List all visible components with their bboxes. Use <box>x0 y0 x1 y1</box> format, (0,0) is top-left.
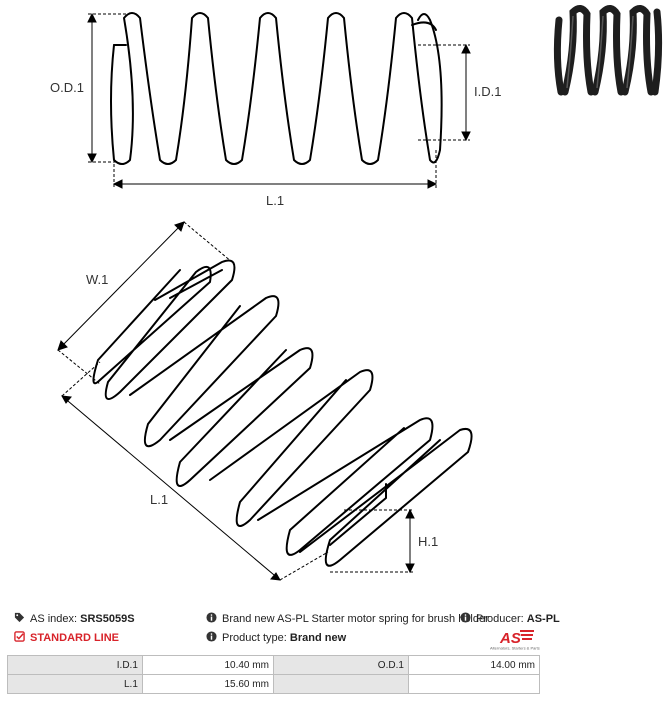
info-icon <box>206 612 217 623</box>
producer-label: Producer: <box>476 613 524 625</box>
w1-label: W.1 <box>86 272 108 287</box>
spec-label: L.1 <box>7 674 143 694</box>
product-photo <box>551 0 663 98</box>
id1-label: I.D.1 <box>474 84 501 99</box>
product-type-label: Product type: <box>222 632 287 644</box>
h1-label: H.1 <box>418 534 438 549</box>
producer-value: AS-PL <box>526 613 560 625</box>
description-line: Brand new AS-PL Starter motor spring for… <box>206 612 489 625</box>
spec-table: I.D.1 10.40 mm O.D.1 14.00 mm L.1 15.60 … <box>7 655 541 694</box>
spec-value: 15.60 mm <box>141 674 274 694</box>
info-icon <box>206 631 217 642</box>
spec-label: I.D.1 <box>7 655 143 675</box>
spring-perspective-view <box>92 259 473 567</box>
standard-line: STANDARD LINE <box>14 631 119 644</box>
spring-technical-drawing: O.D.1 I.D.1 L.1 W.1 L.1 H.1 <box>50 12 501 581</box>
as-index-value: SRS5059S <box>80 613 135 625</box>
info-icon <box>460 612 471 623</box>
l1-top-label: L.1 <box>266 193 284 208</box>
table-row: I.D.1 10.40 mm O.D.1 14.00 mm <box>7 655 541 675</box>
description-text: Brand new AS-PL Starter motor spring for… <box>222 613 489 625</box>
product-type-value: Brand new <box>289 632 347 644</box>
l1-bottom-label: L.1 <box>150 492 168 507</box>
table-row: L.1 15.60 mm <box>7 674 541 694</box>
spec-value <box>407 674 541 694</box>
check-square-icon <box>14 631 25 642</box>
as-index-line: AS index: SRS5059S <box>14 612 135 625</box>
spec-value: 10.40 mm <box>141 655 274 675</box>
product-type-line: Product type: Brand new <box>206 631 346 644</box>
as-pl-logo: AS Alternators, Starters & Parts <box>490 630 540 651</box>
producer-line: Producer: AS-PL <box>460 612 560 625</box>
spec-label: O.D.1 <box>272 655 409 675</box>
spec-label <box>272 674 409 694</box>
logo-mark: AS <box>499 630 521 647</box>
spring-side-view <box>110 12 443 165</box>
tag-icon <box>14 612 25 623</box>
logo-tagline: Alternators, Starters & Parts <box>490 646 540 651</box>
spec-value: 14.00 mm <box>407 655 541 675</box>
standard-line-text: STANDARD LINE <box>30 632 120 644</box>
as-index-label: AS index: <box>30 613 78 625</box>
od1-label: O.D.1 <box>50 80 84 95</box>
